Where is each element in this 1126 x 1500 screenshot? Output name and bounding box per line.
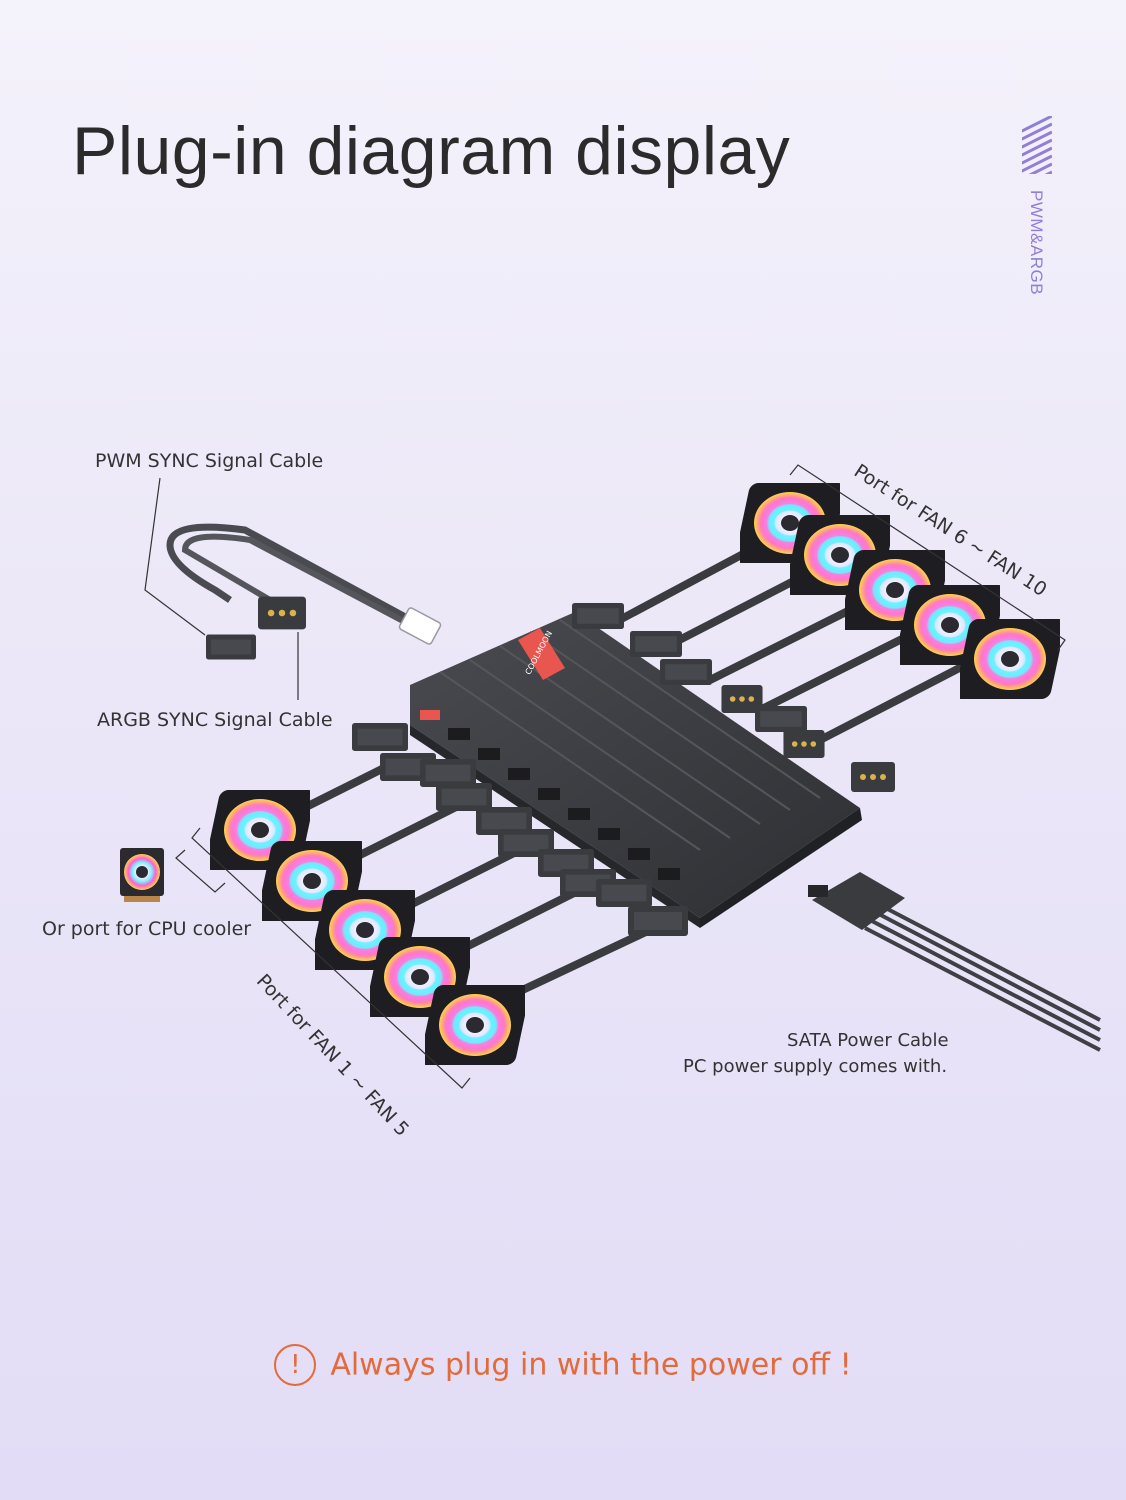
stripe-icon — [1022, 116, 1052, 174]
bracket-fan-1-5 — [191, 827, 471, 1089]
hub: COOLMOON — [410, 612, 862, 928]
page-title: Plug-in diagram display — [72, 113, 791, 189]
bracket-cpu — [175, 849, 226, 893]
fan-group-6-10 — [572, 483, 1067, 792]
side-tag: PWM&ARGB — [1027, 190, 1046, 296]
cpu-cooler-icon — [120, 848, 164, 902]
sata-power-cable — [808, 872, 1101, 1052]
pwm-sync-label: PWM SYNC Signal Cable — [95, 450, 324, 472]
argb-sync-label: ARGB SYNC Signal Cable — [97, 709, 333, 731]
fan-group-1-5 — [203, 723, 688, 1065]
sata-note-label: PC power supply comes with. — [683, 1056, 948, 1077]
sata-cable-label: SATA Power Cable — [787, 1030, 949, 1051]
cpu-cooler-label: Or port for CPU cooler — [42, 918, 252, 940]
pwm-leader-line — [144, 477, 206, 636]
sync-cable — [166, 523, 442, 660]
plug-in-diagram: COOLMOON — [120, 464, 1101, 1089]
warning-text: Always plug in with the power off ! — [330, 1347, 852, 1383]
warning-banner: ! Always plug in with the power off ! — [0, 1344, 1126, 1386]
exclamation-circle-icon: ! — [274, 1344, 317, 1386]
bracket-fan-6-10 — [789, 464, 1066, 651]
